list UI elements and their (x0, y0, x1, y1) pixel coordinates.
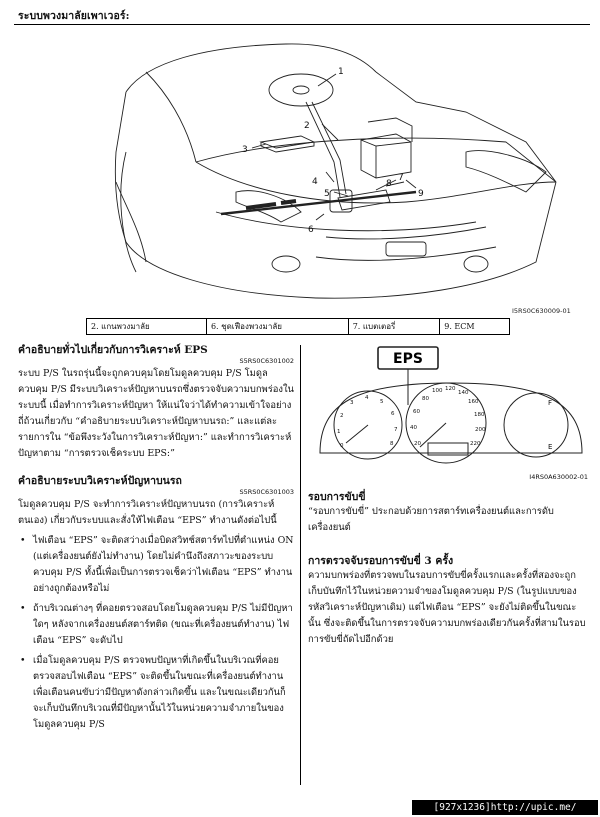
tach-tick: 1 (337, 429, 341, 435)
legend-item: 6. ชุดเฟืองพวงมาลัย (205, 318, 349, 335)
section-paragraph: ระบบ P/S ในรถรุ่นนี้จะถูกควบคุมโดยโมดูลค… (18, 368, 294, 459)
fuel-full-label: F (548, 399, 552, 407)
car-eps-layout-figure: 1 2 3 4 5 6 7 8 9 (114, 43, 557, 299)
section-paragraph: โมดูลควบคุม P/S จะทำการวิเคราะห์ปัญหาบนร… (18, 499, 277, 526)
speed-tick: 200 (475, 427, 486, 433)
fuel-empty-label: E (548, 443, 552, 451)
section-title-onboard-diag: คำอธิบายระบบวิเคราะห์ปัญหาบนรถ (18, 475, 182, 487)
speed-tick: 60 (413, 409, 420, 415)
right-column: EPS 0 1 2 3 4 5 6 7 8 20 40 60 80 100 12… (308, 343, 588, 648)
footer-watermark: [927x1236]http://upic.me/ (412, 800, 598, 815)
speed-tick: 120 (445, 386, 456, 392)
speed-tick: 180 (474, 412, 485, 418)
speed-tick: 140 (458, 390, 469, 396)
figure-code: I4RS0A630002-01 (529, 473, 588, 481)
callout-6: 6 (308, 225, 314, 235)
callout-5: 5 (324, 189, 330, 199)
list-item: •เมื่อโมดูลควบคุม P/S ตรวจพบปัญหาที่เกิด… (20, 655, 286, 730)
tach-tick: 7 (394, 427, 398, 433)
section-title-eps-general: คำอธิบายทั่วไปเกี่ยวกับการวิเคราะห์ EPS (18, 344, 208, 356)
column-divider (300, 345, 301, 785)
bullet-dot: • (20, 655, 26, 666)
tach-tick: 6 (391, 411, 395, 417)
speed-tick: 80 (422, 396, 429, 402)
list-item: •ถ้าบริเวณต่างๆ ที่คอยตรวจสอบโดยโมดูลควบ… (20, 603, 293, 646)
speed-tick: 160 (468, 399, 479, 405)
speed-tick: 40 (410, 425, 417, 431)
section-title-drive-cycle: รอบการขับขี่ (308, 491, 366, 503)
tach-tick: 5 (380, 399, 384, 405)
figure-code: I5RS0C630009-01 (512, 307, 571, 315)
tach-tick: 0 (340, 443, 344, 449)
instrument-cluster-figure: EPS 0 1 2 3 4 5 6 7 8 20 40 60 80 100 12… (319, 346, 583, 464)
section-paragraph: ความบกพร่องที่ตรวจพบในรอบการขับขี่ครั้งแ… (308, 570, 586, 645)
legend-item: 2. แกนพวงมาลัย (86, 318, 207, 335)
tach-tick: 2 (340, 413, 344, 419)
bullet-dot: • (20, 535, 26, 546)
header-rule (14, 24, 590, 25)
page-header-title: ระบบพวงมาลัยเพาเวอร์: (18, 10, 130, 22)
callout-7: 7 (398, 173, 404, 183)
eps-warning-label: EPS (393, 351, 423, 367)
section-paragraph: “รอบการขับขี่” ประกอบด้วยการสตาร์ทเครื่อ… (308, 506, 554, 533)
legend-item: 7. แบตเตอรี่ (347, 318, 441, 335)
bullet-list: •ไฟเตือน “EPS” จะติดสว่างเมื่อบิดสวิทช์ส… (18, 533, 294, 733)
callout-4: 4 (312, 177, 318, 187)
speed-tick: 220 (470, 441, 481, 447)
speed-tick: 20 (414, 441, 421, 447)
callout-2: 2 (304, 121, 310, 131)
tach-tick: 3 (350, 400, 354, 406)
bullet-dot: • (20, 603, 26, 614)
callout-3: 3 (242, 145, 248, 155)
callout-8: 8 (386, 179, 392, 189)
list-item: •ไฟเตือน “EPS” จะติดสว่างเมื่อบิดสวิทช์ส… (20, 535, 294, 594)
tach-tick: 4 (365, 395, 369, 401)
callout-1: 1 (338, 67, 344, 77)
section-code: S5RS0C6301002 (239, 357, 294, 365)
speed-tick: 100 (432, 388, 443, 394)
section-code: S5RS0C6301003 (239, 488, 294, 496)
legend-item: 9. ECM (439, 318, 510, 335)
left-column: คำอธิบายทั่วไปเกี่ยวกับการวิเคราะห์ EPS … (18, 343, 294, 737)
section-title-three-cycle: การตรวจจับรอบการขับขี่ 3 ครั้ง (308, 555, 454, 567)
callout-9: 9 (418, 189, 424, 199)
tach-tick: 8 (390, 441, 394, 447)
component-legend-table: 2. แกนพวงมาลัย 6. ชุดเฟืองพวงมาลัย 7. แบ… (86, 318, 510, 335)
